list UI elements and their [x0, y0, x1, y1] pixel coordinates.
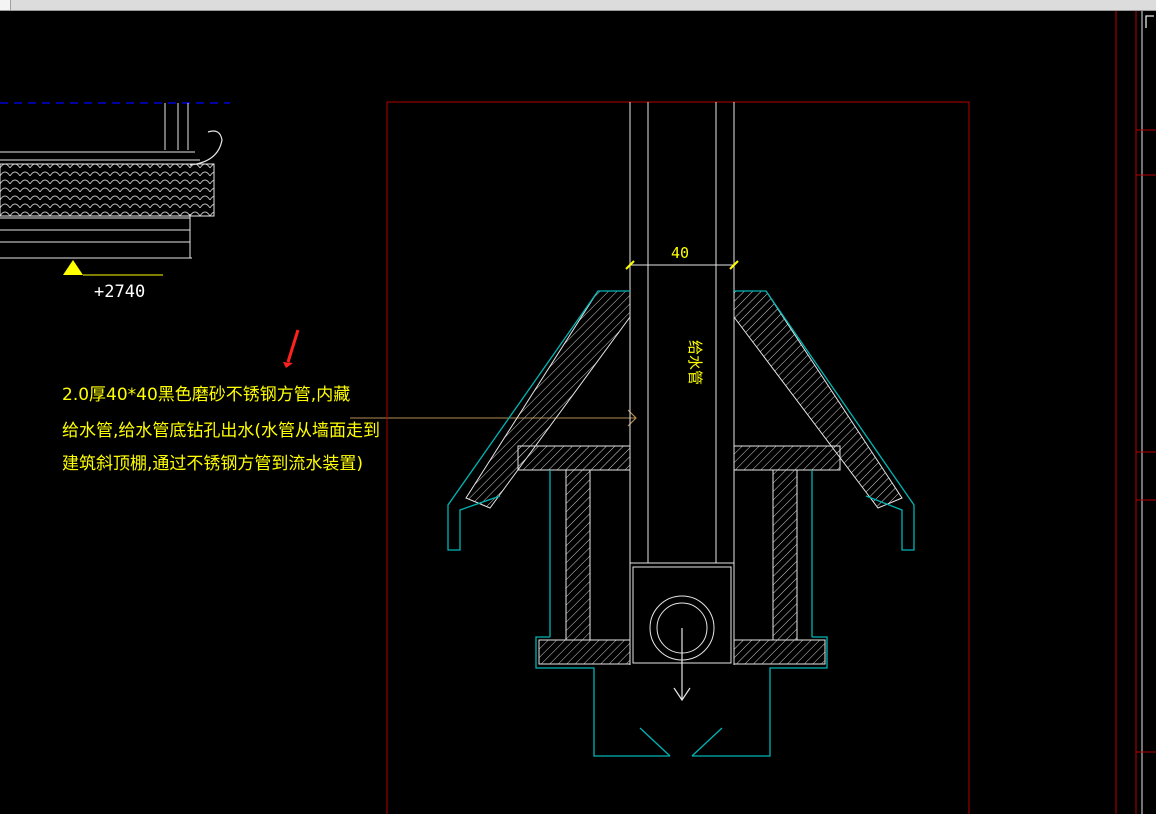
water-flow-arrow-icon — [673, 687, 691, 702]
annotation-note: 2.0厚40*40黑色磨砂不锈钢方管,内藏 给水管,给水管底钻孔出水(水管从墙面… — [62, 385, 380, 474]
elevation-triangle-icon — [63, 260, 83, 275]
window-corner-button[interactable] — [0, 0, 11, 10]
right-post — [772, 469, 798, 641]
note-line-1: 2.0厚40*40黑色磨砂不锈钢方管,内藏 — [62, 385, 350, 405]
right-frame — [1115, 11, 1156, 814]
right-base-plate — [733, 639, 826, 665]
window-top-bar — [0, 0, 1156, 11]
cyan-outline — [447, 290, 915, 757]
left-beam — [517, 445, 631, 471]
elevation-label: +2740 — [94, 282, 145, 302]
note-line-3: 建筑斜顶棚,通过不锈钢方管到流水装置) — [62, 454, 363, 474]
fountain-detail: 给水管 40 — [447, 102, 915, 757]
roof-tiles — [0, 163, 215, 217]
left-post — [565, 469, 591, 641]
dimension-label: 40 — [671, 244, 689, 262]
left-roof-slope — [465, 290, 631, 509]
note-line-2: 给水管,给水管底钻孔出水(水管从墙面走到 — [62, 421, 380, 441]
left-base-plate — [538, 639, 631, 665]
dimension-40: 40 — [625, 244, 739, 270]
cad-drawing-svg: +2740 2.0厚40*40黑色磨砂不锈钢方管,内藏 给水管,给水管底钻孔出水… — [0, 11, 1156, 814]
right-roof-slope — [733, 290, 903, 509]
cad-drawing-canvas[interactable]: +2740 2.0厚40*40黑色磨砂不锈钢方管,内藏 给水管,给水管底钻孔出水… — [0, 11, 1156, 814]
right-beam — [733, 445, 841, 471]
detail-frame — [386, 101, 970, 814]
leader-arrow-icon — [627, 409, 637, 427]
pipe-label: 给水管 — [686, 340, 704, 385]
leader-line — [350, 409, 637, 427]
roof-ridge-ornament — [189, 130, 223, 166]
roof-elevation-fragment — [0, 102, 230, 259]
elevation-marker: +2740 — [63, 260, 163, 302]
red-pointer-arrow-icon — [283, 329, 300, 368]
